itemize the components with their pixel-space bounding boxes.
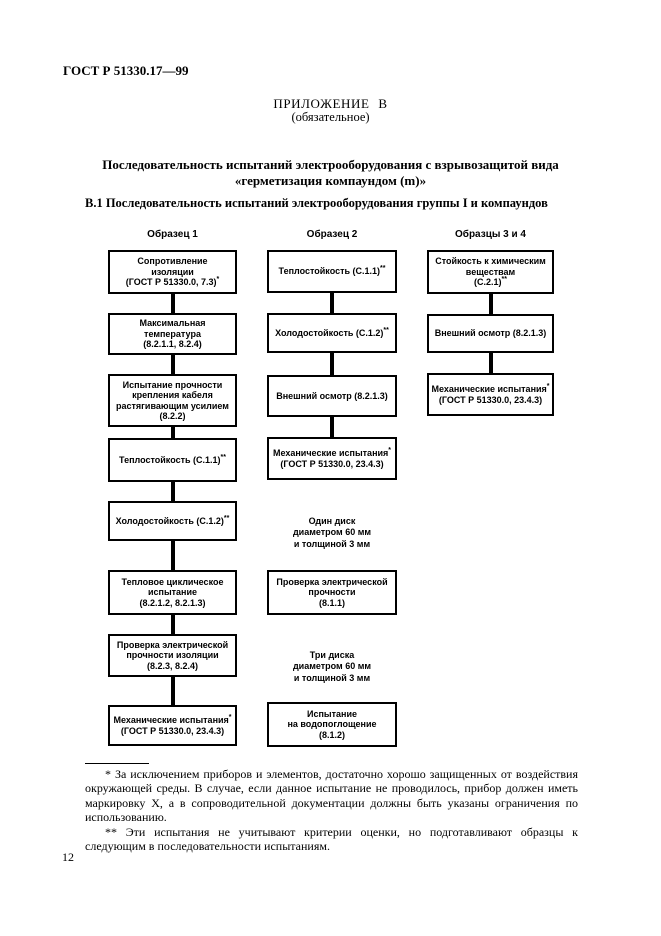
flow-connector [488,294,493,314]
footnote: * За исключением приборов и элементов, д… [85,767,578,825]
flow-line: Теплостойкость (С.1.1)** [119,453,226,465]
flow-line: (С.2.1)** [474,276,507,288]
column-header: Образцы 3 и 4 [454,229,526,240]
flow-line: прочности изоляции [126,650,219,661]
flow-line: Механические испытания* [272,447,392,458]
document-title-line2: «герметизация компаундом (m)» [234,173,427,188]
flow-line: Механические испытания* [431,383,550,394]
flow-line: (8.2.1.1, 8.2.4) [143,339,202,350]
column-header: Образец 2 [306,229,358,240]
flow-line: Один диск [308,515,356,526]
flow-connector [170,427,175,438]
flow-line: (ГОСТ Р 51330.0, 23.4.3) [438,394,543,405]
flow-line: прочности [308,587,356,598]
flow-connector [488,353,493,373]
flow-line: Проверка электрической [276,576,388,587]
document-title: Последовательность испытаний электрообор… [0,157,661,189]
flow-line: Испытание прочности [122,379,223,390]
appendix-note: (обязательное) [291,110,370,124]
flow-line: (8.2.3, 8.2.4) [146,660,199,671]
flow-line: (ГОСТ Р 51330.0, 23.4.3) [280,458,384,469]
flow-line: Механические испытания* [113,714,232,725]
flow-connector [170,482,175,501]
flow-line: (ГОСТ Р 51330.0, 23.4.3) [120,725,225,736]
flow-line: Внешний осмотр (8.2.1.3) [276,390,388,401]
flow-line: и толщиной 3 мм [293,538,371,549]
flow-line: крепления кабеля [132,390,213,400]
flow-box: Механические испытания*(ГОСТ Р 51330.0, … [267,437,397,480]
column-header: Образец 1 [147,229,198,240]
flow-line: (ГОСТ Р 51330.0, 7.3)* [125,276,220,288]
footnote-separator [85,763,149,764]
flow-line: (8.1.2) [318,729,345,740]
flow-line: Испытание [307,708,357,719]
flow-line: испытание [147,587,198,598]
flow-box: Внешний осмотр (8.2.1.3) [427,314,554,353]
flow-connector [170,541,175,570]
flow-line: Максимальная [139,318,206,329]
flow-connector [170,677,175,705]
flow-box: Теплостойкость (С.1.1)** [108,438,237,482]
flow-line: диаметром 60 мм [292,661,372,672]
flow-line: и толщиной 3 мм [293,672,371,683]
flow-connector [330,417,334,437]
footnotes: * За исключением приборов и элементов, д… [85,767,578,853]
flow-connector [330,293,334,313]
footnote: ** Эти испытания не учитывают критерии о… [85,824,578,854]
flow-box: Холодостойкость (С.1.2)** [267,313,397,353]
page-number: 12 [62,850,74,864]
flow-line: Стойкость к химическим [435,256,546,267]
flow-box: Теплостойкость (С.1.1)** [267,250,397,293]
appendix-heading: ПРИЛОЖЕНИЕ В [273,96,388,111]
flow-line: Холодостойкость (С.1.2)** [115,514,230,526]
flow-line: (8.2.1.2, 8.2.1.3) [139,597,206,608]
flow-box: Механические испытания*(ГОСТ Р 51330.0, … [108,705,237,746]
flow-line: Холодостойкость (С.1.2)** [275,326,389,338]
flow-line: диаметром 60 мм [292,527,372,538]
flow-line: (8.1.1) [318,597,345,608]
flow-line: Проверка электрической [116,639,229,650]
flow-connector [170,355,175,374]
document-title-line1: Последовательность испытаний электрообор… [102,157,559,172]
standard-reference: ГОСТ Р 51330.17—99 [63,63,189,78]
flow-line: изоляции [151,266,194,277]
flow-connector [170,294,175,313]
flow-line: Внешний осмотр (8.2.1.3) [434,328,547,339]
flow-line: Три диска [309,649,355,660]
flow-connector [170,615,175,634]
flow-line: Тепловое циклическое [121,576,224,587]
flow-line: температура [144,328,201,339]
flow-box: Внешний осмотр (8.2.1.3) [267,375,397,417]
flow-line: (8.2.2) [159,411,186,421]
flow-box: Холодостойкость (С.1.2)** [108,501,237,541]
flow-connector [330,353,334,375]
flow-line: Сопротивление [137,256,208,267]
flow-box: Механические испытания*(ГОСТ Р 51330.0, … [427,373,554,416]
flow-line: веществам [465,266,516,277]
flow-line: растягивающим усилием [116,400,229,411]
section-heading: В.1 Последовательность испытаний электро… [85,196,548,210]
flow-line: Теплостойкость (С.1.1)** [278,265,386,277]
flow-line: на водопоглощение [287,719,377,730]
